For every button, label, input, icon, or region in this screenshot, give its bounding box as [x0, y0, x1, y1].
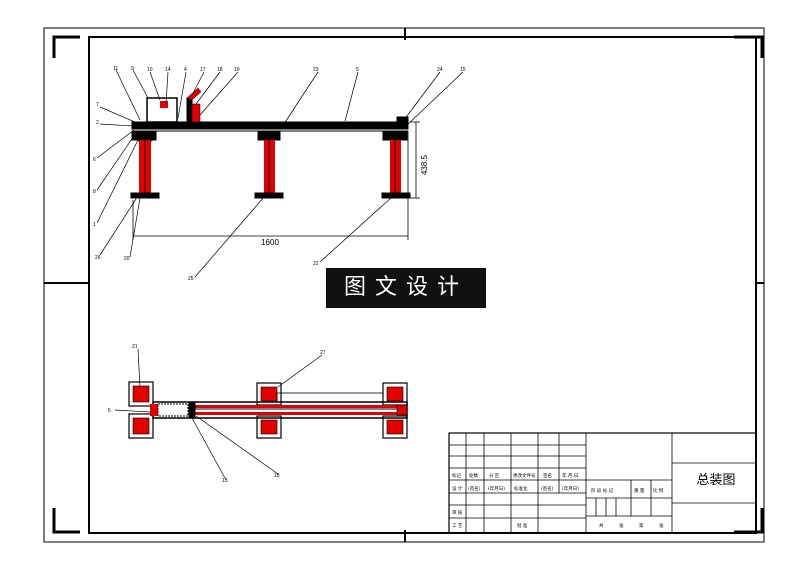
motor-box: [146, 97, 178, 123]
tb-cell: 阶 段 标 记: [591, 487, 614, 494]
tb-cell: 第: [639, 522, 644, 529]
tb-cell: (年月日): [562, 485, 579, 492]
drawing-title: 总装图: [696, 473, 736, 488]
tb-cell: 工 艺: [452, 523, 463, 529]
part-label: 14: [165, 67, 171, 73]
tb-cell: (签名): [541, 485, 554, 492]
part-label: 22: [313, 261, 319, 267]
tb-cell: 处数: [469, 472, 478, 479]
part-label: 26: [95, 255, 101, 261]
height-dimension: 438.5: [420, 154, 429, 175]
part-label: 5: [356, 67, 359, 73]
watermark-banner: 图文设计: [326, 268, 486, 308]
part-label: 7: [96, 102, 99, 108]
part-label: 15: [460, 67, 466, 73]
part-label: 27: [320, 350, 326, 356]
part-label: 21: [132, 344, 138, 350]
tb-cell: 标准化: [514, 485, 528, 492]
part-label: 10: [147, 67, 153, 73]
title-block-text: 标记 处数 分 区 更改文件号 签名 年.月.日 设 计 (签名) (年月日) …: [452, 472, 664, 529]
part-label: 24: [437, 67, 443, 73]
part-label: 18: [274, 473, 280, 479]
part-label: 11: [113, 66, 118, 72]
tb-cell: (签名): [468, 485, 481, 492]
front-view: [96, 69, 464, 278]
part-label: 9: [131, 66, 134, 72]
inner-border: [88, 36, 757, 534]
tb-cell: 共: [599, 522, 604, 529]
tb-cell: 分 区: [489, 472, 500, 479]
top-view-labels: 21 27 5 13 18: [108, 344, 326, 484]
title-block: [448, 432, 757, 534]
tb-cell: (年月日): [488, 485, 505, 492]
tb-cell: 审 核: [452, 509, 463, 516]
top-rail: [131, 121, 409, 130]
part-label: 23: [313, 67, 319, 73]
corner-marks: [52, 35, 764, 534]
part-label: 6: [93, 157, 96, 163]
tb-cell: 重 量: [634, 487, 645, 494]
part-label: 20: [124, 256, 130, 262]
tb-cell: 张: [619, 522, 624, 529]
centering-marks: [44, 28, 764, 542]
part-label: 8: [93, 189, 96, 195]
top-view: [114, 348, 408, 481]
part-label: 5: [108, 408, 111, 414]
part-label: 2: [96, 120, 99, 126]
tb-cell: 批 准: [517, 522, 528, 529]
tb-cell: 更改文件号: [513, 472, 536, 479]
part-label: 17: [200, 67, 206, 73]
part-label: 19: [234, 67, 240, 73]
front-view-labels: 11 9 10 14 4 17 18 19 23 5 24 15 7 2 6 8…: [93, 66, 466, 282]
part-label: 18: [217, 67, 223, 73]
part-label: 4: [184, 67, 187, 73]
part-label: 25: [188, 276, 194, 282]
tb-cell: 年.月.日: [562, 472, 578, 479]
tb-cell: 比 例: [653, 487, 664, 494]
tb-cell: 签名: [543, 472, 552, 479]
tb-cell: 设 计: [452, 485, 463, 492]
tb-cell: 标记: [452, 472, 461, 479]
length-dimension: 1600: [261, 238, 279, 247]
part-label: 13: [222, 478, 228, 484]
part-label: 1: [93, 222, 96, 228]
tb-cell: 张: [659, 522, 664, 529]
